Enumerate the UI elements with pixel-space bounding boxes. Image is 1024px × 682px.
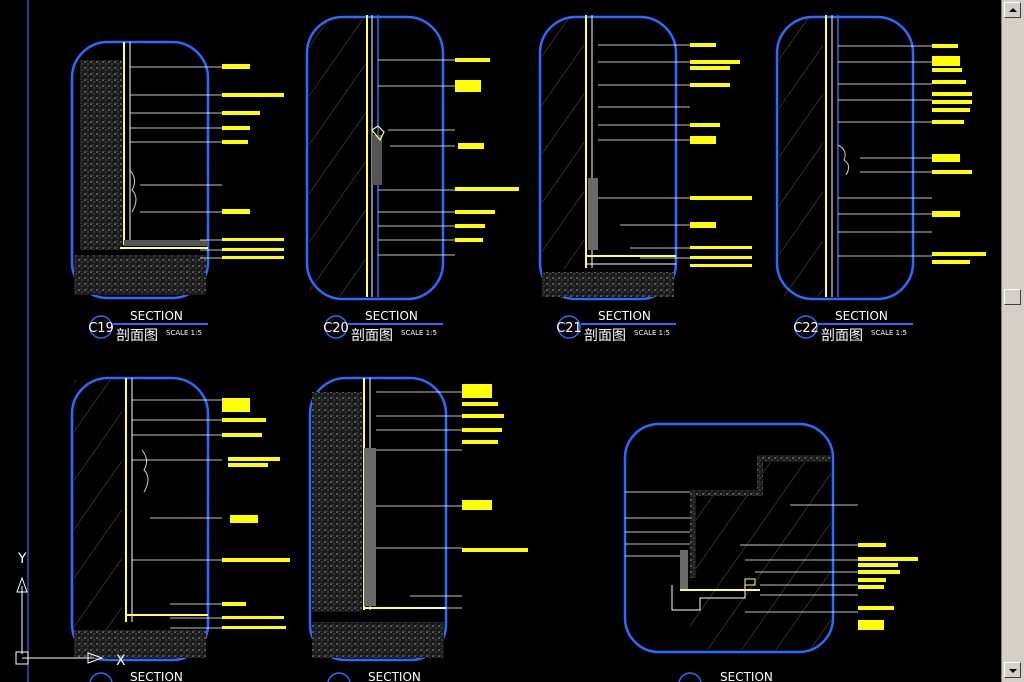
section-scale: SCALE 1:5 (871, 329, 907, 337)
title-block-c19: C19 SECTION 剖面图 SCALE 1:5 (88, 309, 208, 344)
scroll-up-button[interactable] (1004, 2, 1021, 18)
title-block-c24: SECTION (327, 670, 421, 682)
section-number: C19 (88, 321, 114, 336)
section-subtitle: 剖面图 (584, 328, 626, 344)
section-title: SECTION (835, 309, 888, 323)
section-scale: SCALE 1:5 (634, 329, 670, 337)
title-block-c20: C20 SECTION 剖面图 SCALE 1:5 (323, 309, 443, 344)
section-detail-c23 (70, 376, 290, 662)
scroll-down-button[interactable] (1004, 662, 1021, 678)
title-block-c21: C21 SECTION 剖面图 SCALE 1:5 (556, 309, 676, 344)
section-title: SECTION (130, 309, 183, 323)
section-title: SECTION (598, 309, 651, 323)
section-detail-c20 (305, 15, 519, 301)
title-block-c23: SECTION (89, 670, 183, 682)
section-title: SECTION (368, 670, 421, 682)
ucs-icon: Y X (15, 551, 126, 669)
arrow-up-icon (1009, 8, 1017, 12)
drawing-canvas[interactable]: C19 SECTION 剖面图 SCALE 1:5 C20 SECTION 剖面… (0, 0, 1001, 682)
scroll-thumb[interactable] (1004, 289, 1021, 305)
title-block-c25: SECTION (678, 670, 773, 682)
ucs-y-label: Y (17, 551, 27, 567)
section-title: SECTION (365, 309, 418, 323)
section-title: SECTION (720, 670, 773, 682)
section-number: C21 (556, 321, 582, 336)
section-scale: SCALE 1:5 (401, 329, 437, 337)
section-detail-c21 (538, 15, 752, 301)
section-detail-c22 (775, 15, 986, 301)
ucs-x-label: X (116, 653, 126, 669)
vertical-scrollbar[interactable] (1001, 0, 1024, 682)
section-title: SECTION (130, 670, 183, 682)
section-detail-c25 (623, 422, 918, 654)
section-detail-c19 (70, 40, 284, 300)
section-subtitle: 剖面图 (821, 328, 863, 344)
section-subtitle: 剖面图 (351, 328, 393, 344)
section-detail-c24 (308, 376, 528, 662)
section-number: C22 (793, 321, 819, 336)
section-subtitle: 剖面图 (116, 328, 158, 344)
section-scale: SCALE 1:5 (166, 329, 202, 337)
section-number: C20 (323, 321, 349, 336)
title-block-c22: C22 SECTION 剖面图 SCALE 1:5 (793, 309, 913, 344)
arrow-down-icon (1009, 669, 1017, 673)
